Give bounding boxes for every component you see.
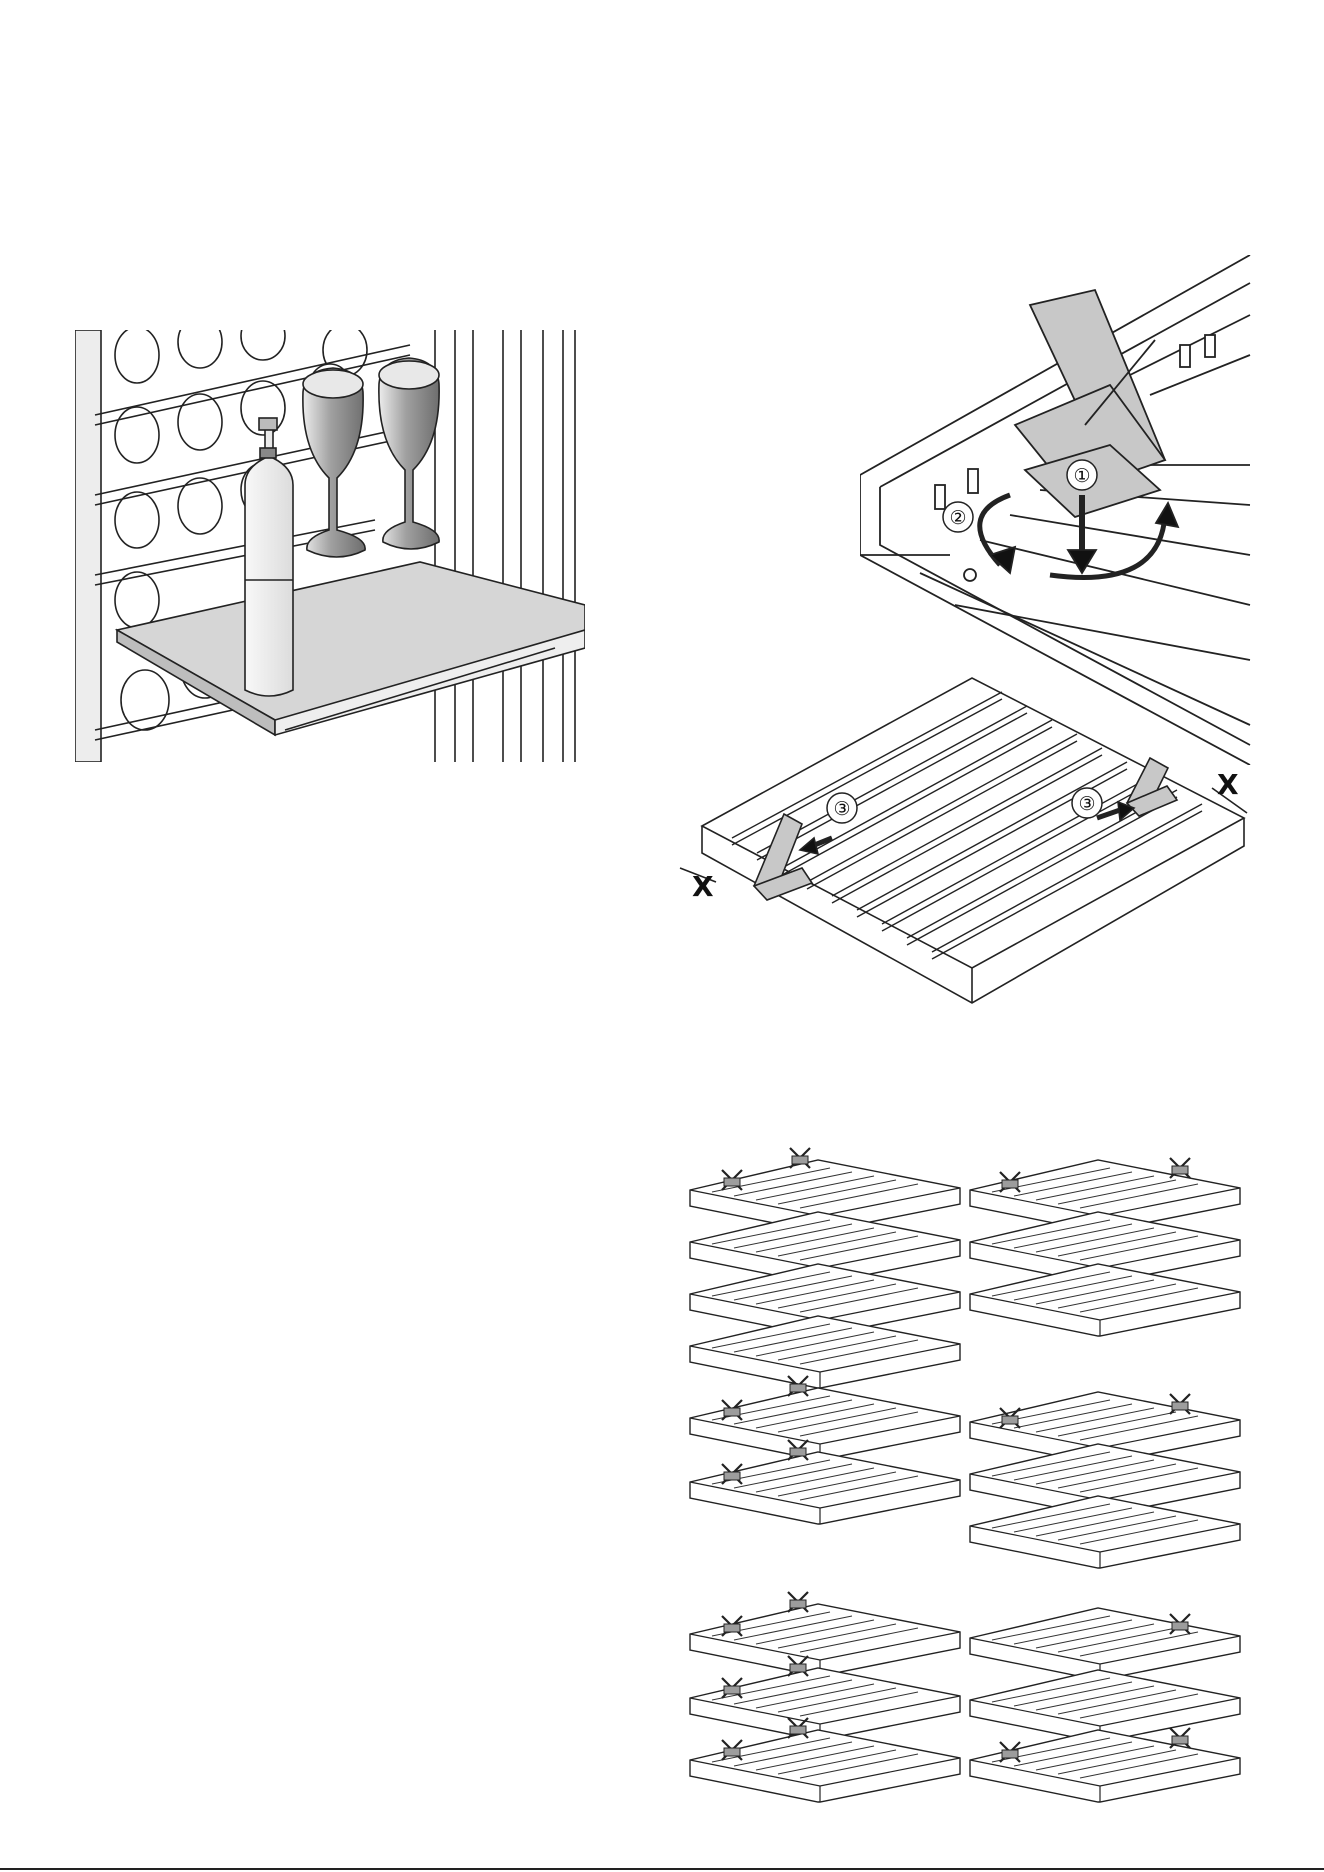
stack-group-2a <box>690 1376 960 1524</box>
stack-group-2b <box>970 1392 1240 1568</box>
wine-rack-svg <box>75 330 585 762</box>
dimension-x-right: X <box>1217 768 1239 801</box>
page-bottom-rule <box>0 1868 1324 1870</box>
forbidden-x-icon <box>1170 1158 1190 1178</box>
step-3-right-label: ③ <box>1078 793 1095 815</box>
shelf-stack-configurations <box>680 1140 1260 1820</box>
stack-group-3a <box>690 1592 960 1802</box>
forbidden-x-icon <box>1170 1728 1190 1748</box>
step-3-left-label: ③ <box>833 798 850 820</box>
stack-group-1a <box>690 1148 960 1388</box>
stack-group-1b <box>970 1158 1240 1336</box>
step-2-label: ② <box>949 507 966 529</box>
dimension-x-left: X <box>692 870 714 903</box>
stack-group-3b <box>970 1608 1240 1802</box>
step-1-label: ① <box>1073 465 1090 487</box>
shelf-stacks-svg <box>680 1140 1260 1820</box>
shelf-dividers-svg: ③ ③ X X <box>672 668 1257 1030</box>
shelf-with-dividers-diagram: ③ ③ X X <box>672 668 1257 1030</box>
wine-rack-illustration <box>75 330 585 762</box>
